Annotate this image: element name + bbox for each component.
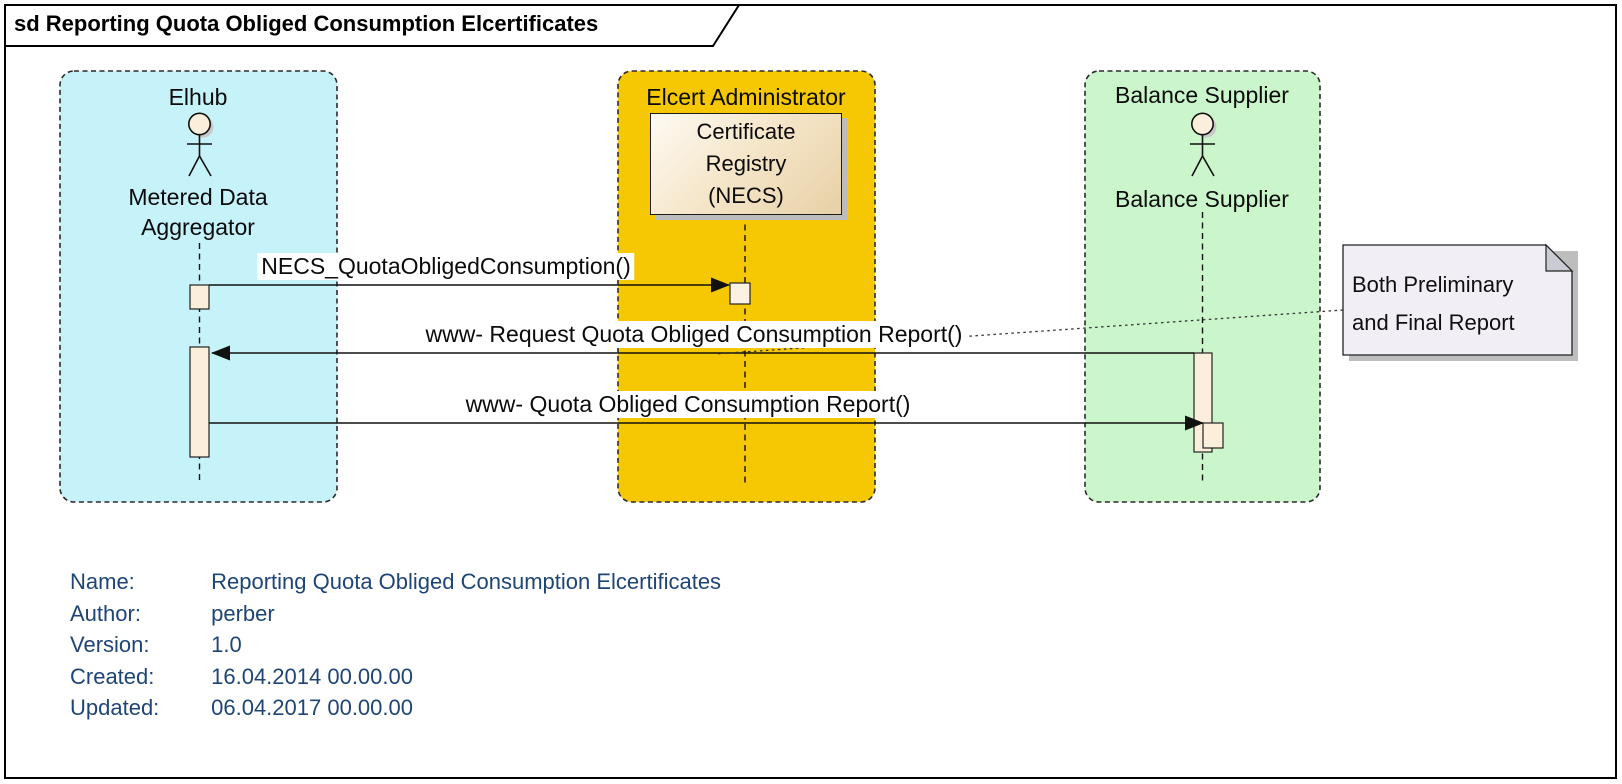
- property-value: perber: [211, 600, 275, 626]
- note-shape[interactable]: [1342, 244, 1573, 356]
- object-certificate-registry[interactable]: Certificate Registry (NECS): [650, 113, 842, 215]
- lane-title-elcert-administrator: Elcert Administrator: [646, 84, 846, 110]
- note-text: Both Preliminary and Final Report: [1352, 272, 1515, 335]
- diagram-properties: Name: Reporting Quota Obliged Consumptio…: [70, 566, 721, 724]
- property-row-author: Author: perber: [70, 598, 721, 630]
- message-arrow-necs-quota-obliged-consumption[interactable]: [209, 277, 730, 293]
- message-label-1[interactable]: NECS_QuotaObligedConsumption(): [257, 253, 635, 280]
- activation-balance-supplier-nested[interactable]: [1202, 422, 1224, 449]
- property-row-updated: Updated: 06.04.2017 00.00.00: [70, 692, 721, 724]
- message-arrowhead-icon: [711, 277, 730, 293]
- lane-title-elhub: Elhub: [168, 84, 228, 110]
- message-arrow-request-quota-obliged-consumption-report[interactable]: [211, 345, 1194, 361]
- actor-icon-balance-supplier[interactable]: [1190, 112, 1217, 177]
- object-certificate-registry-label: Certificate Registry (NECS): [696, 119, 796, 208]
- property-value: 06.04.2017 00.00.00: [211, 695, 413, 720]
- property-row-created: Created: 16.04.2014 00.00.00: [70, 661, 721, 693]
- note-fold-corner-icon: [1545, 243, 1574, 272]
- lane-title-balance-supplier: Balance Supplier: [1115, 82, 1289, 108]
- property-label: Name:: [70, 569, 135, 594]
- message-arrow-quota-obliged-consumption-report[interactable]: [209, 415, 1204, 431]
- property-label: Version:: [70, 632, 150, 657]
- message-arrowhead-icon: [1185, 415, 1204, 431]
- activation-certificate-registry[interactable]: [729, 282, 751, 305]
- property-row-version: Version: 1.0: [70, 629, 721, 661]
- activation-mda-2[interactable]: [189, 346, 210, 458]
- diagram-frame-border: [4, 4, 1617, 779]
- actor-label-balance-supplier: Balance Supplier: [1115, 186, 1289, 212]
- message-label-2[interactable]: www- Request Quota Obliged Consumption R…: [421, 321, 967, 348]
- property-value: 1.0: [211, 632, 242, 657]
- frame-title-tab: [4, 4, 741, 47]
- property-row-name: Name: Reporting Quota Obliged Consumptio…: [70, 566, 721, 598]
- message-arrowhead-icon: [211, 345, 230, 361]
- message-label-3[interactable]: www- Quota Obliged Consumption Report(): [461, 391, 915, 418]
- frame-title: sd Reporting Quota Obliged Consumption E…: [14, 11, 599, 36]
- property-value: Reporting Quota Obliged Consumption Elce…: [211, 569, 722, 594]
- property-value: 16.04.2014 00.00.00: [211, 663, 413, 689]
- property-label: Created:: [70, 663, 155, 689]
- property-label: Author:: [70, 600, 141, 626]
- property-label: Updated:: [70, 695, 160, 720]
- actor-icon-metered-data-aggregator[interactable]: [187, 112, 214, 177]
- actor-label-metered-data-aggregator: Metered Data Aggregator: [128, 184, 268, 240]
- activation-mda-1[interactable]: [189, 284, 210, 310]
